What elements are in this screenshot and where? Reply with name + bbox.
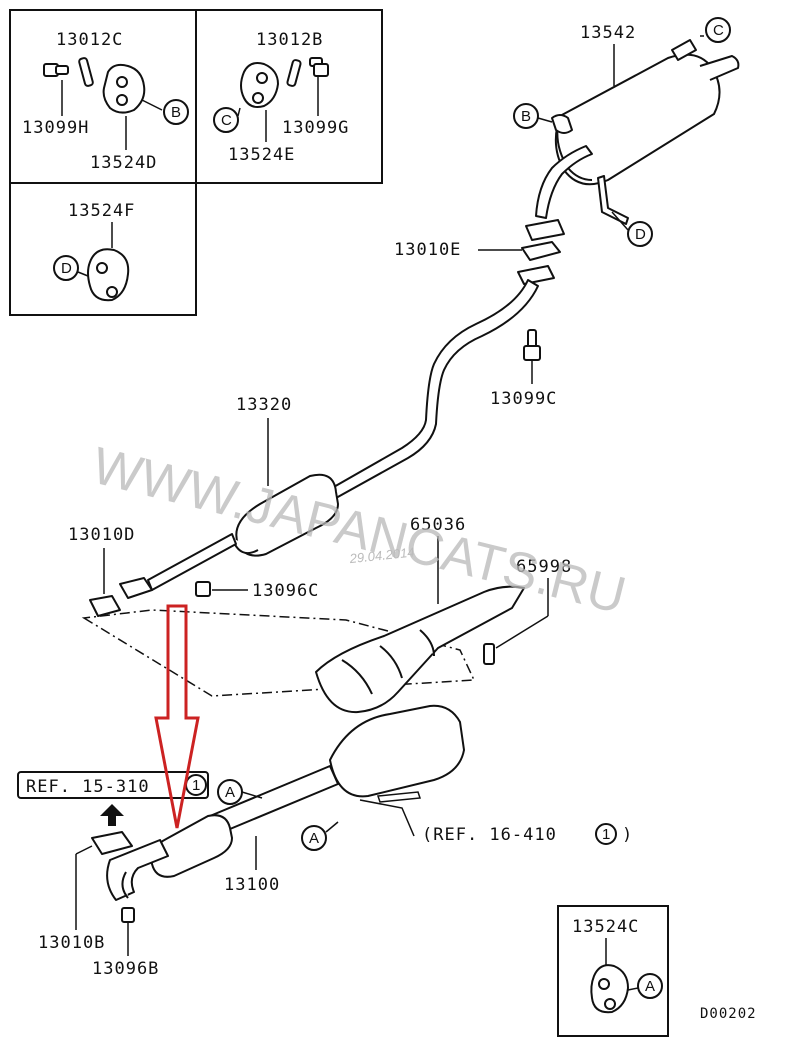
- ref-15-num: 1: [192, 777, 200, 794]
- ref-15-text: REF. 15-310: [26, 777, 150, 797]
- bolt-65998: [483, 643, 495, 665]
- muffler-inlet-pipe: [535, 145, 593, 219]
- label-13012c: 13012C: [56, 30, 123, 50]
- callout-d-box: [53, 255, 79, 281]
- red-arrow: [154, 604, 200, 829]
- label-13542: 13542: [580, 23, 636, 43]
- ref-16-close: ): [622, 825, 633, 845]
- callout-b-main-text: B: [521, 108, 531, 125]
- sensor-bracket: [376, 791, 422, 803]
- assembly-outline: [81, 609, 476, 697]
- gasket-13010e: [521, 241, 561, 261]
- label-13524e: 13524E: [228, 145, 295, 165]
- callout-a-1-text: A: [225, 784, 235, 801]
- label-13099h: 13099H: [22, 118, 89, 138]
- ref-16-text[interactable]: (REF. 16-410: [422, 825, 557, 845]
- main-muffler: [551, 39, 740, 225]
- nut-13096b: [121, 907, 135, 923]
- callout-d-main: [627, 221, 653, 247]
- callout-c-text: C: [713, 22, 724, 39]
- label-13010d: 13010D: [68, 525, 135, 545]
- watermark-date: 29.04.2014: [348, 544, 415, 566]
- label-13099c: 13099C: [490, 389, 557, 409]
- callout-b-main: [513, 103, 539, 129]
- callout-c-box-text: C: [221, 112, 232, 129]
- label-13524f: 13524F: [68, 201, 135, 221]
- callout-d-box-text: D: [61, 260, 72, 277]
- diagram-code: D00202: [700, 1006, 757, 1022]
- callout-b: [163, 99, 189, 125]
- label-13099g: 13099G: [282, 118, 349, 138]
- label-13012b: 13012B: [256, 30, 323, 50]
- callout-c-box: [213, 107, 239, 133]
- ref-16-leader: [359, 799, 415, 837]
- label-13010e: 13010E: [394, 240, 461, 260]
- watermark-site: WWW.JAPANCATS.RU: [87, 437, 632, 626]
- flange-lower: [517, 265, 555, 285]
- ref-15-box[interactable]: [17, 771, 209, 799]
- label-13096c: 13096C: [252, 581, 319, 601]
- label-65998: 65998: [516, 557, 572, 577]
- nut-13099g: [309, 57, 329, 77]
- nut-13096c: [195, 581, 211, 597]
- hanger-13524c: [590, 964, 629, 1014]
- ref-16-num-circle: [595, 823, 617, 845]
- label-13320: 13320: [236, 395, 292, 415]
- bolt-13012c: [78, 57, 94, 87]
- label-13010b: 13010B: [38, 933, 105, 953]
- hanger-13524f: [87, 248, 130, 302]
- nut-13099h: [43, 63, 69, 77]
- flange-upper: [525, 219, 565, 241]
- label-65036: 65036: [410, 515, 466, 535]
- front-pipe-catalyst: [106, 704, 465, 901]
- label-13524d: 13524D: [90, 153, 157, 173]
- ref-16-num: 1: [602, 826, 610, 843]
- label-13100: 13100: [224, 875, 280, 895]
- label-13524c: 13524C: [572, 917, 639, 937]
- callout-a-2: [301, 825, 327, 851]
- center-pipe: [119, 279, 539, 599]
- hanger-13524e: [240, 62, 279, 108]
- hanger-box-bottom: [557, 905, 669, 1037]
- callout-b-text: B: [171, 104, 181, 121]
- bolt-13099c: [523, 329, 541, 361]
- hanger-13524d: [102, 63, 146, 114]
- gasket-13010b: [91, 831, 133, 855]
- callout-a-2-text: A: [309, 830, 319, 847]
- hanger-box-f: [9, 182, 197, 316]
- gasket-13010d: [89, 595, 121, 617]
- callout-c: [705, 17, 731, 43]
- bolt-13012b: [286, 59, 302, 87]
- heat-shield: [315, 585, 525, 714]
- arrow-up-icon: [100, 804, 124, 826]
- callout-a-box-text: A: [645, 978, 655, 995]
- callout-d-main-text: D: [635, 226, 646, 243]
- label-13096b: 13096B: [92, 959, 159, 979]
- callout-a-box: [637, 973, 663, 999]
